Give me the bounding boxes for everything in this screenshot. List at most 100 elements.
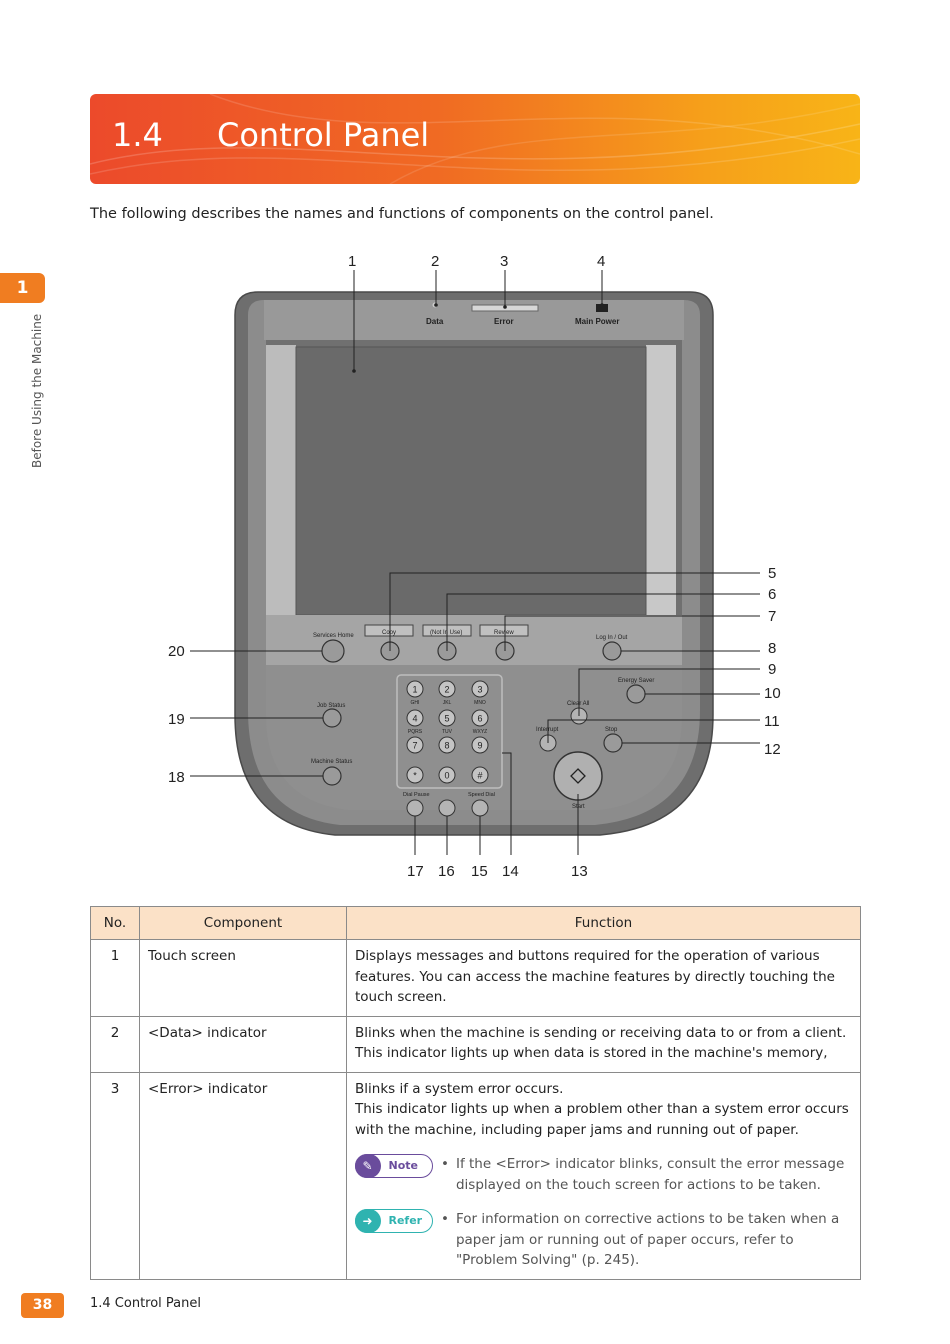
error-indicator-label: Error [494, 317, 514, 326]
keypad-key[interactable] [438, 766, 456, 784]
clear-all-label: Clear All [567, 701, 589, 707]
keypad-key[interactable] [438, 736, 456, 754]
not-in-use-label: (Not In Use) [430, 630, 462, 636]
review-key-frame [479, 624, 529, 637]
start-diamond-icon [570, 768, 586, 784]
callout-15: 15 [471, 863, 488, 880]
keypad-sublabel: WXYZ [473, 729, 487, 735]
table-header-row: No. Component Function [90, 906, 861, 940]
callout-3: 3 [500, 253, 508, 270]
energy-saver-button[interactable] [626, 684, 646, 704]
note-text: If the <Error> indicator blinks, consult… [455, 1156, 845, 1193]
component-table: No. Component Function 1 Touch screen Di… [90, 906, 861, 1280]
chapter-tab: 1 [0, 273, 45, 303]
table-row: 3 <Error> indicator Blinks if a system e… [90, 1071, 861, 1280]
main-power-label: Main Power [575, 317, 619, 326]
header-component: Component [139, 906, 347, 940]
callout-8: 8 [768, 640, 776, 657]
callout-9: 9 [768, 661, 776, 678]
header-function: Function [346, 906, 861, 940]
refer-block: ➜ Refer • For information on corrective … [354, 1209, 852, 1271]
stop-label: Stop [605, 727, 618, 733]
refer-badge-label: Refer [388, 1213, 423, 1227]
machine-status-button[interactable] [322, 766, 342, 786]
keypad-sublabel: JKL [443, 700, 452, 706]
keypad-key[interactable] [471, 680, 489, 698]
row-no: 3 [90, 1071, 140, 1280]
main-power-led [596, 304, 608, 312]
callout-lines [190, 270, 760, 855]
callout-17: 17 [407, 863, 424, 880]
keypad-key-label: 6 [477, 714, 482, 724]
callout-4: 4 [597, 253, 605, 270]
keypad-key-label: 5 [444, 714, 449, 724]
keypad-key[interactable] [438, 680, 456, 698]
job-status-label: Job Status [317, 703, 345, 709]
speed-dial-button[interactable] [471, 799, 489, 817]
bezel-left-highlight [266, 345, 296, 665]
dial-pause-label: Dial Pause [403, 792, 430, 798]
callout-10: 10 [764, 685, 781, 702]
services-home-button[interactable] [321, 639, 345, 663]
bullet-icon: • [441, 1211, 449, 1227]
function-line-1: Blinks if a system error occurs. [355, 1080, 564, 1097]
table-row: 2 <Data> indicator Blinks when the machi… [90, 1015, 861, 1073]
keypad-key[interactable] [406, 680, 424, 698]
keypad-key-label: 0 [444, 771, 449, 781]
keypad-key[interactable] [406, 709, 424, 727]
clear-c-button[interactable] [438, 799, 456, 817]
energy-saver-label: Energy Saver [618, 678, 654, 684]
callout-13: 13 [571, 863, 588, 880]
bezel-right-highlight [646, 345, 676, 665]
row-function: Displays messages and buttons required f… [346, 939, 861, 1017]
callout-19: 19 [168, 711, 185, 728]
row-no: 1 [90, 939, 140, 1017]
keypad-key-label: 7 [412, 741, 417, 751]
section-number: 1.4 [112, 116, 163, 154]
callout-12: 12 [764, 741, 781, 758]
keypad-key-label: 2 [444, 685, 449, 695]
keypad-key[interactable] [471, 709, 489, 727]
keypad-key-label: 8 [444, 741, 449, 751]
callout-16: 16 [438, 863, 455, 880]
chapter-label: Before Using the Machine [30, 313, 44, 468]
callout-11: 11 [764, 713, 780, 730]
touch-screen[interactable] [295, 346, 647, 616]
row-component: <Error> indicator [139, 1071, 347, 1280]
services-home-label: Services Home [313, 633, 354, 639]
keypad-sublabel: PQRS [408, 729, 423, 735]
keypad-key-label: # [477, 771, 482, 781]
keypad-key[interactable] [471, 766, 489, 784]
note-badge: ✎ Note [354, 1154, 433, 1178]
section-title: Control Panel [217, 116, 430, 154]
row-component: <Data> indicator [139, 1015, 347, 1073]
keypad-key[interactable] [471, 736, 489, 754]
section-banner: 1.4 Control Panel [90, 94, 860, 184]
login-out-label: Log In / Out [596, 635, 628, 641]
keypad-key[interactable] [438, 709, 456, 727]
refer-badge: ➜ Refer [354, 1209, 433, 1233]
banner-wave-decoration [90, 94, 860, 184]
stop-button[interactable] [603, 733, 623, 753]
dial-pause-button[interactable] [406, 799, 424, 817]
keypad-key[interactable] [406, 736, 424, 754]
header-no: No. [90, 906, 140, 940]
callout-2: 2 [431, 253, 439, 270]
callout-dots [352, 303, 604, 373]
start-label: Start [572, 804, 585, 810]
login-out-button[interactable] [602, 641, 622, 661]
note-block: ✎ Note • If the <Error> indicator blinks… [354, 1154, 852, 1195]
machine-status-label: Machine Status [311, 759, 352, 765]
callout-5: 5 [768, 565, 776, 582]
start-button[interactable] [553, 751, 603, 801]
page-number: 38 [21, 1293, 64, 1318]
row-no: 2 [90, 1015, 140, 1073]
callout-14: 14 [502, 863, 519, 880]
callout-7: 7 [768, 608, 776, 625]
keypad-key[interactable] [406, 766, 424, 784]
job-status-button[interactable] [322, 708, 342, 728]
review-label: Review [494, 630, 514, 636]
callout-6: 6 [768, 586, 776, 603]
copy-label: Copy [382, 630, 396, 636]
